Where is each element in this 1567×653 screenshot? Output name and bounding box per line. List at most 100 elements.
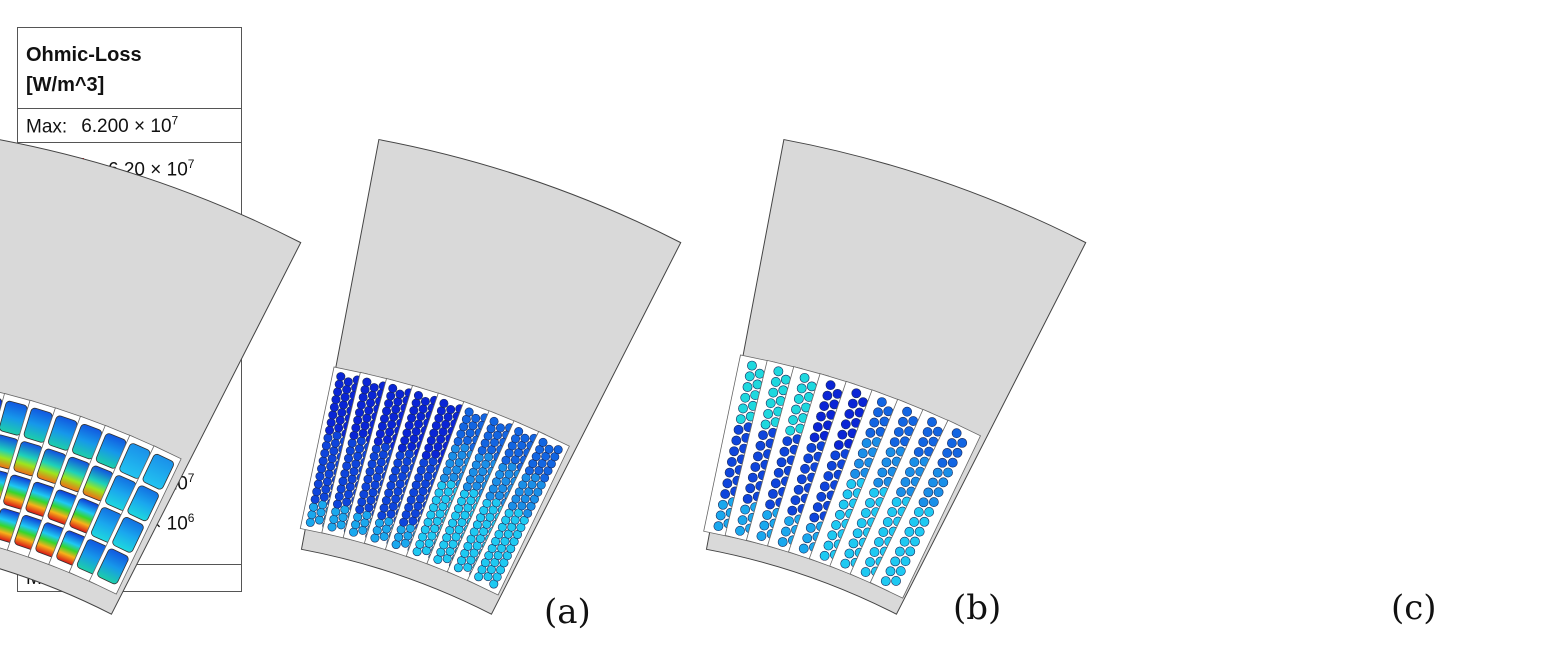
conductor-strand bbox=[358, 392, 368, 402]
conductor-strand bbox=[325, 425, 335, 435]
conductor-strand bbox=[395, 479, 405, 489]
conductor-strand bbox=[830, 450, 841, 461]
conductor-strand bbox=[381, 496, 391, 506]
conductor-strand bbox=[401, 510, 411, 520]
conductor-strand bbox=[356, 436, 366, 446]
conductor-strand bbox=[750, 462, 761, 472]
conductor-strand bbox=[489, 416, 499, 426]
conductor-strand bbox=[891, 576, 901, 586]
conductor-strand bbox=[799, 372, 810, 383]
conductor-strand bbox=[319, 492, 329, 502]
conductor-strand bbox=[371, 444, 381, 454]
conductor-strand bbox=[740, 392, 751, 403]
conductor-strand bbox=[355, 504, 365, 514]
conductor-strand bbox=[831, 520, 841, 530]
conductor-strand bbox=[312, 487, 322, 497]
conductor-strand bbox=[404, 502, 414, 512]
conductor-strand bbox=[805, 522, 816, 533]
conductor-strand bbox=[742, 382, 753, 392]
conductor-strand bbox=[899, 536, 910, 547]
conductor-strand bbox=[434, 413, 444, 423]
conductor-strand bbox=[733, 424, 744, 435]
conductor-strand bbox=[844, 409, 855, 419]
conductor-strand bbox=[384, 516, 394, 526]
conductor-strand bbox=[819, 550, 830, 561]
conductor-bar bbox=[112, 517, 144, 553]
conductor-strand bbox=[360, 518, 370, 528]
conductor-strand bbox=[333, 387, 343, 397]
conductor-strand bbox=[825, 380, 836, 391]
conductor-strand bbox=[421, 479, 431, 489]
conductor-strand bbox=[416, 411, 426, 421]
conductor-strand bbox=[349, 430, 359, 440]
conductor-strand bbox=[848, 538, 859, 549]
conductor-strand bbox=[729, 446, 739, 457]
conductor-strand bbox=[328, 410, 338, 420]
conductor-strand bbox=[326, 461, 336, 471]
legend-divider bbox=[18, 108, 241, 109]
conductor-strand bbox=[383, 435, 393, 445]
conductor-strand bbox=[755, 440, 766, 451]
conductor-strand bbox=[722, 478, 733, 489]
conductor-strand bbox=[337, 408, 347, 418]
conductor-strand bbox=[877, 467, 888, 478]
conductor-strand bbox=[345, 446, 355, 456]
conductor-strand bbox=[869, 547, 880, 557]
conductor-strand bbox=[327, 522, 337, 532]
conductor-strand bbox=[880, 576, 891, 587]
conductor-strand bbox=[735, 414, 746, 425]
conductor-strand bbox=[942, 448, 953, 458]
conductor-strand bbox=[367, 390, 377, 400]
conductor-strand bbox=[932, 467, 943, 478]
conductor-strand bbox=[386, 481, 396, 491]
conductor-strand bbox=[856, 518, 867, 529]
conductor-strand bbox=[384, 399, 394, 409]
conductor-strand bbox=[421, 450, 431, 460]
conductor-strand bbox=[358, 428, 368, 438]
conductor-strand bbox=[349, 466, 359, 476]
conductor-strand bbox=[847, 398, 858, 409]
conductor-strand bbox=[763, 408, 774, 419]
conductor-strand bbox=[363, 474, 373, 484]
conductor-strand bbox=[364, 503, 374, 513]
conductor-strand bbox=[349, 527, 359, 537]
conductor-strand bbox=[416, 465, 426, 475]
conductor-strand bbox=[330, 438, 340, 448]
conductor-strand bbox=[320, 448, 330, 458]
conductor-strand bbox=[305, 517, 315, 527]
conductor-strand bbox=[885, 566, 896, 577]
conductor-strand bbox=[322, 477, 332, 487]
conductor-strand bbox=[410, 509, 420, 519]
conductor-strand bbox=[735, 525, 745, 536]
conductor-strand bbox=[384, 488, 394, 498]
conductor-strand bbox=[400, 538, 410, 548]
conductor-strand bbox=[347, 474, 357, 484]
conductor-strand bbox=[362, 510, 372, 520]
conductor-strand bbox=[538, 437, 548, 447]
conductor-strand bbox=[753, 451, 763, 462]
stator-slot bbox=[869, 419, 982, 599]
conductor-strand bbox=[387, 419, 397, 429]
conductor-strand bbox=[860, 508, 871, 518]
conductor-strand bbox=[745, 483, 756, 494]
stator-slot bbox=[321, 371, 394, 542]
conductor-strand bbox=[362, 413, 372, 423]
conductor-strand bbox=[823, 540, 834, 551]
conductor-strand bbox=[838, 499, 849, 510]
conductor-strand bbox=[738, 403, 748, 414]
conductor-strand bbox=[391, 540, 401, 550]
conductor-strand bbox=[436, 406, 446, 416]
conductor-strand bbox=[409, 434, 419, 444]
conductor-strand bbox=[800, 463, 810, 474]
conductor-strand bbox=[321, 484, 331, 494]
conductor-strand bbox=[318, 500, 328, 510]
conductor-strand bbox=[347, 438, 357, 448]
legend-tick-exponent: 7 bbox=[187, 157, 195, 171]
conductor-strand bbox=[391, 466, 401, 476]
conductor-strand bbox=[324, 469, 334, 479]
conductor-strand bbox=[366, 495, 376, 505]
conductor-strand bbox=[784, 516, 794, 526]
conductor-strand bbox=[851, 388, 862, 399]
conductor-strand bbox=[369, 452, 379, 462]
conductor-strand bbox=[351, 520, 361, 530]
